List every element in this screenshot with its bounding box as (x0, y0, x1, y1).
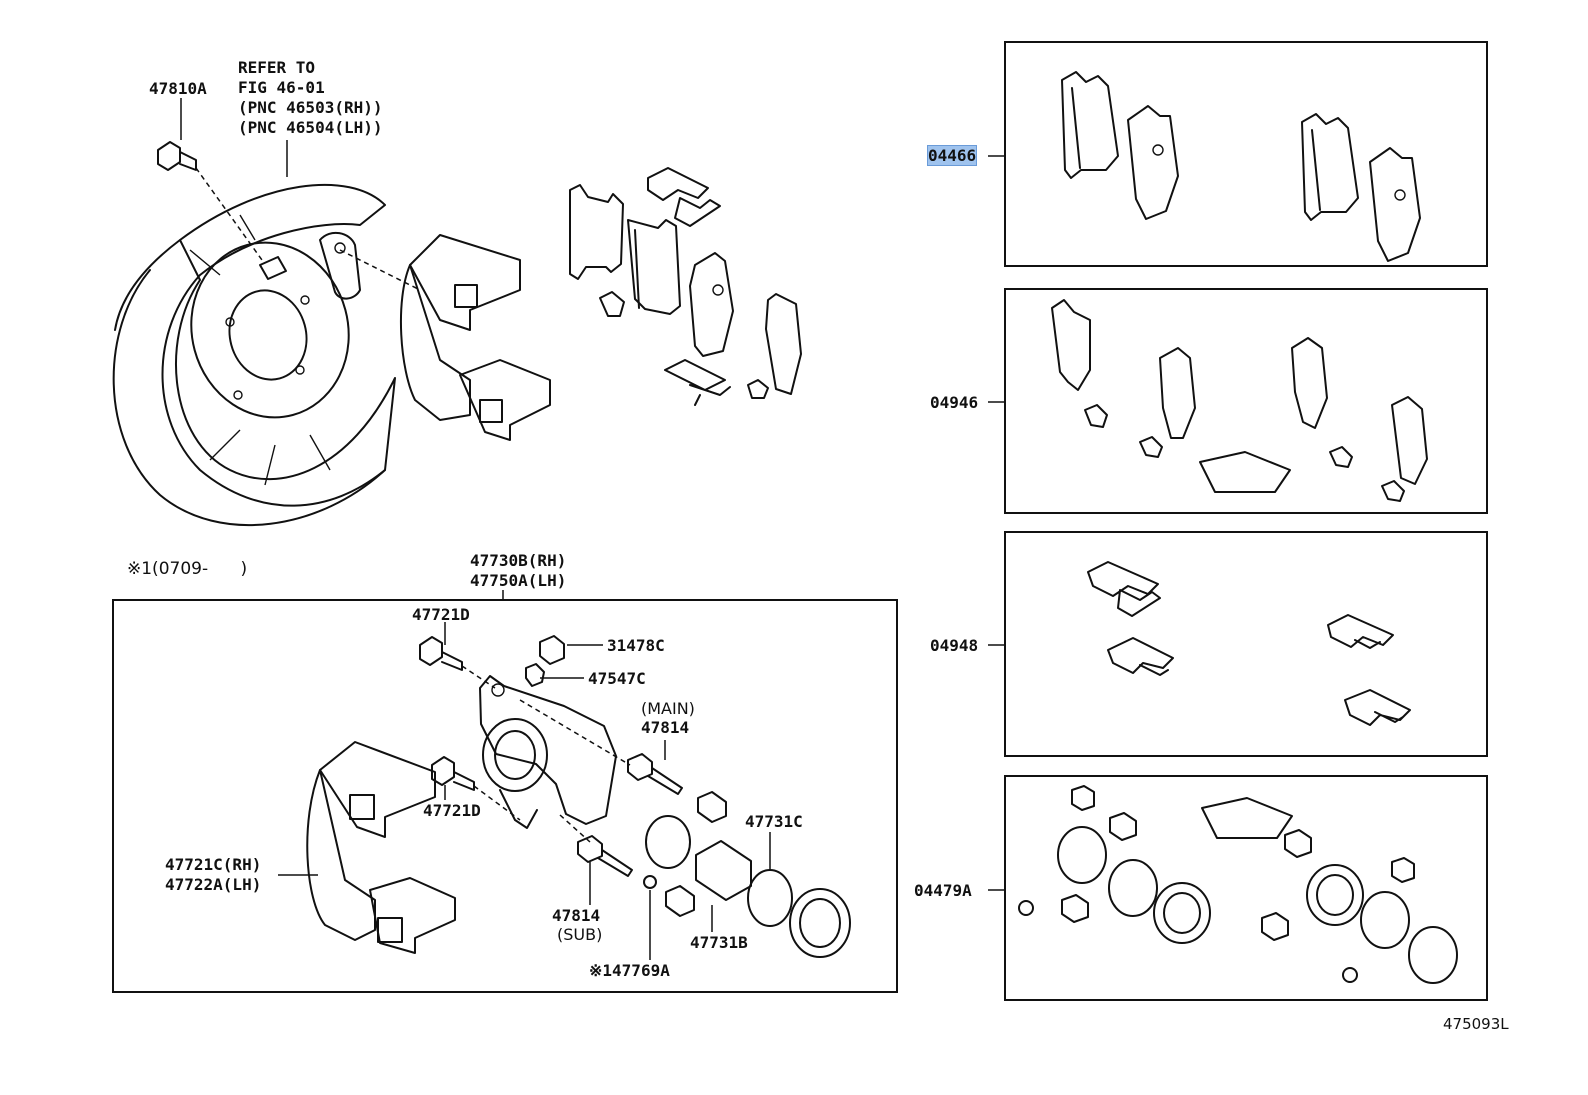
shims-box-2 (1051, 299, 1428, 502)
kit-box-04479A (1004, 775, 1488, 1001)
label-47721D-upper[interactable]: 47721D (412, 605, 470, 624)
label-47750A-lh[interactable]: 47750A(LH) (470, 571, 567, 590)
pads-shims-top (569, 167, 802, 406)
refer-note-line-4: (PNC 46504(LH)) (238, 118, 383, 137)
small-parts-bottom (519, 635, 851, 958)
label-47731B[interactable]: 47731B (690, 933, 748, 952)
bolt-47810A (157, 141, 263, 261)
kit-label-04946[interactable]: 04946 (930, 393, 979, 412)
diagram-id: 475093L (1443, 1015, 1509, 1033)
label-47730B-rh[interactable]: 47730B(RH) (470, 551, 567, 570)
kit-label-04948[interactable]: 04948 (930, 636, 979, 655)
caliper-body (479, 675, 617, 829)
label-47814-main[interactable]: 47814 (641, 718, 690, 737)
label-main-note: (MAIN) (641, 699, 695, 718)
kit-label-04466[interactable]: 04466 (926, 145, 978, 166)
caliper-note: ※1(0709- ) (127, 559, 248, 579)
kit-label-04479A[interactable]: 04479A (914, 881, 972, 900)
refer-note-line-2: FIG 46-01 (238, 78, 325, 97)
dust-cover-plate (112, 183, 396, 527)
caliper-assembly-box (112, 599, 898, 993)
kit-box-04466 (1004, 41, 1488, 267)
refer-note-line-3: (PNC 46503(RH)) (238, 98, 383, 117)
bolts-bottom (419, 636, 521, 821)
label-47547C[interactable]: 47547C (588, 669, 646, 688)
refer-note-line-1: REFER TO (238, 58, 316, 77)
label-47814-sub[interactable]: 47814 (552, 906, 601, 925)
caliper-mount-bottom (306, 741, 456, 954)
clips-box-3 (1087, 561, 1411, 726)
pads-box-1 (1061, 71, 1421, 262)
label-sub-note: (SUB) (557, 925, 603, 944)
caliper-mount-top (339, 234, 551, 441)
label-47769A[interactable]: ※147769A (589, 961, 670, 980)
kit-box-04946 (1004, 288, 1488, 514)
label-47731C[interactable]: 47731C (745, 812, 803, 831)
seal-kit-box-4 (1018, 785, 1458, 984)
kit-box-04948 (1004, 531, 1488, 757)
label-31478C[interactable]: 31478C (607, 636, 665, 655)
label-47721D-lower[interactable]: 47721D (423, 801, 481, 820)
label-47810A[interactable]: 47810A (149, 79, 207, 98)
label-47721C-rh[interactable]: 47721C(RH) (165, 855, 262, 874)
label-47722A-lh[interactable]: 47722A(LH) (165, 875, 262, 894)
